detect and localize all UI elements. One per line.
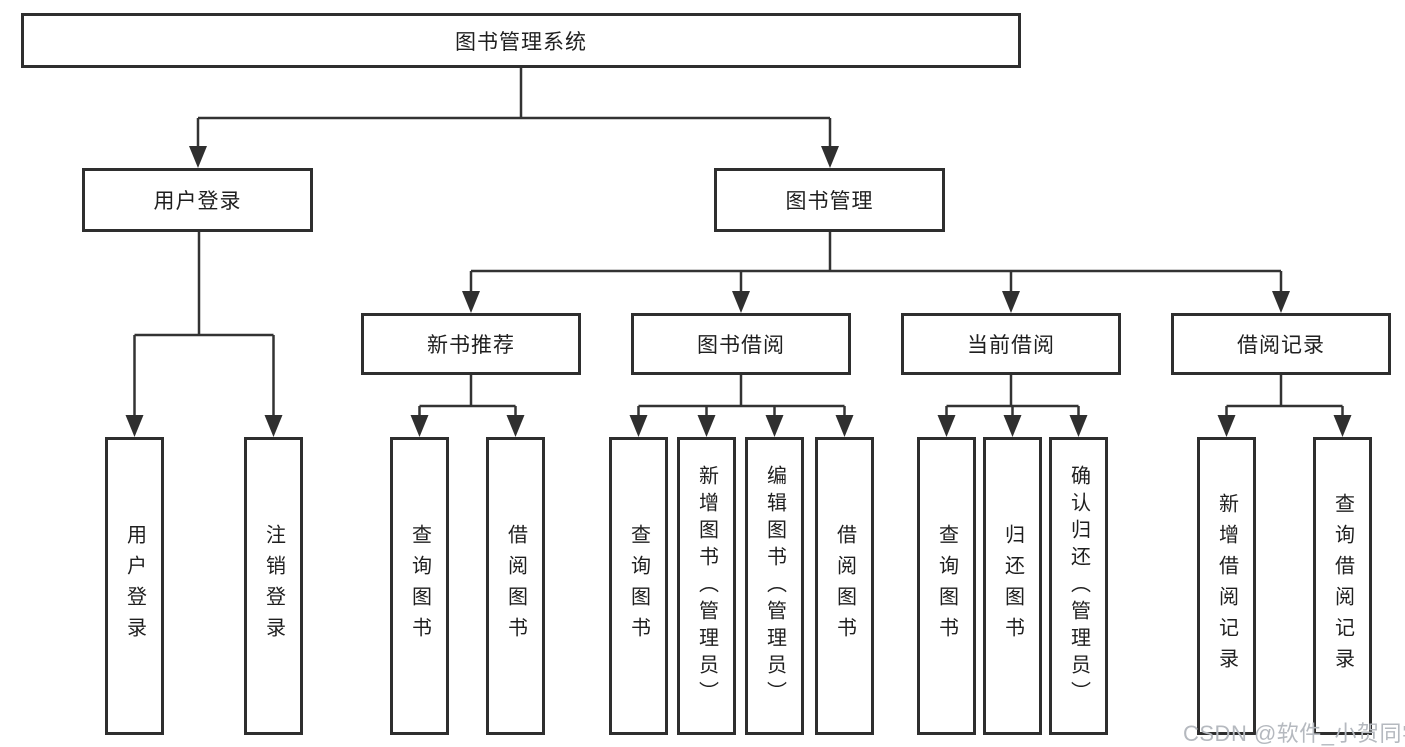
node-borrow-record-label: 借阅记录	[1237, 334, 1325, 357]
leaf-nbr-borrow-book-label: 借阅图书	[504, 524, 527, 648]
leaf-nbr-query-book: 查询图书	[390, 437, 449, 735]
watermark-text: CSDN @软件_小贺同学	[1183, 721, 1405, 746]
leaf-br-query-record-label: 查询借阅记录	[1331, 493, 1354, 679]
node-book-mgmt-branch: 图书管理	[714, 168, 945, 232]
leaf-cb-query-book-label: 查询图书	[935, 524, 958, 648]
leaf-nbr-query-book-label: 查询图书	[408, 524, 431, 648]
leaf-nbr-borrow-book: 借阅图书	[486, 437, 545, 735]
node-book-borrow: 图书借阅	[631, 313, 851, 375]
node-root: 图书管理系统	[21, 13, 1021, 68]
leaf-cb-confirm-return-label: 确认归还（管理员）	[1067, 464, 1090, 708]
leaf-logout-label: 注销登录	[262, 524, 285, 648]
leaf-bb-add-book-label: 新增图书（管理员）	[695, 464, 718, 708]
leaf-bb-edit-book: 编辑图书（管理员）	[745, 437, 804, 735]
node-borrow-record: 借阅记录	[1171, 313, 1391, 375]
leaf-br-add-record: 新增借阅记录	[1197, 437, 1256, 735]
leaf-br-query-record: 查询借阅记录	[1313, 437, 1372, 735]
leaf-bb-query-book: 查询图书	[609, 437, 668, 735]
node-new-book-rec-label: 新书推荐	[427, 334, 515, 357]
leaf-bb-query-book-label: 查询图书	[627, 524, 650, 648]
leaf-bb-borrow-book: 借阅图书	[815, 437, 874, 735]
leaf-cb-query-book: 查询图书	[917, 437, 976, 735]
leaf-bb-borrow-book-label: 借阅图书	[833, 524, 856, 648]
node-book-mgmt-branch-label: 图书管理	[785, 190, 874, 213]
leaf-logout: 注销登录	[244, 437, 303, 735]
leaf-cb-return-book: 归还图书	[983, 437, 1042, 735]
node-root-label: 图书管理系统	[455, 30, 587, 54]
leaf-bb-add-book: 新增图书（管理员）	[677, 437, 736, 735]
node-user-login-branch-label: 用户登录	[153, 190, 242, 213]
leaf-bb-edit-book-label: 编辑图书（管理员）	[763, 464, 786, 708]
node-new-book-rec: 新书推荐	[361, 313, 581, 375]
leaf-user-login: 用户登录	[105, 437, 164, 735]
node-current-borrow-label: 当前借阅	[967, 334, 1055, 357]
node-user-login-branch: 用户登录	[82, 168, 313, 232]
node-current-borrow: 当前借阅	[901, 313, 1121, 375]
leaf-cb-confirm-return: 确认归还（管理员）	[1049, 437, 1108, 735]
leaf-br-add-record-label: 新增借阅记录	[1215, 493, 1238, 679]
node-book-borrow-label: 图书借阅	[697, 334, 785, 357]
leaf-user-login-label: 用户登录	[123, 524, 146, 648]
leaf-cb-return-book-label: 归还图书	[1001, 524, 1024, 648]
